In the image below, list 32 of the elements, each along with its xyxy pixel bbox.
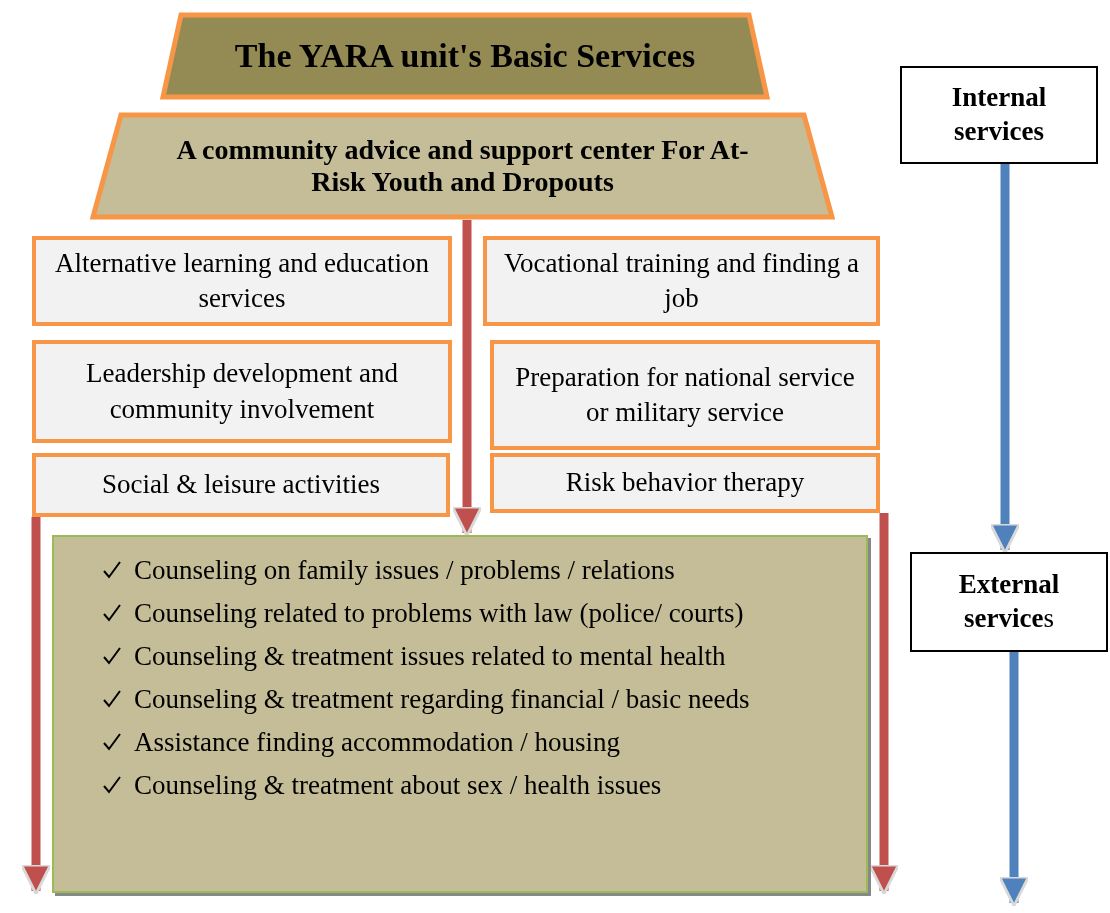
arrow bbox=[868, 513, 900, 896]
banner-title: The YARA unit's Basic Services bbox=[234, 37, 696, 75]
service-label: Vocational training and finding a job bbox=[503, 246, 860, 315]
trapezoid-banner bbox=[90, 112, 835, 220]
service-item-text: Counseling related to problems with law (police/ courts) bbox=[134, 597, 744, 630]
service-item-text: Counseling & treatment regarding financial / basic needs bbox=[134, 683, 750, 716]
banner-title: A community advice and support center For At-Risk Youth and Dropouts bbox=[175, 134, 750, 198]
arrow bbox=[451, 220, 483, 538]
category-label: Internal services bbox=[950, 81, 1048, 148]
service-item-text: Counseling on family issues / problems / relations bbox=[134, 554, 675, 587]
service-box bbox=[32, 340, 452, 443]
service-label: Leadership development and community involvement bbox=[85, 357, 399, 426]
service-label: Alternative learning and education services bbox=[53, 246, 431, 315]
trapezoid-banner bbox=[160, 12, 770, 100]
service-box bbox=[490, 340, 880, 450]
service-item-text: Assistance finding accommodation / housing bbox=[134, 726, 620, 759]
service-box bbox=[32, 236, 452, 326]
category-box bbox=[900, 66, 1098, 164]
services-panel bbox=[52, 535, 868, 893]
category-box bbox=[910, 552, 1108, 652]
arrow bbox=[989, 164, 1021, 555]
service-item-text: Counseling & treatment about sex / health issues bbox=[134, 769, 662, 802]
category-label: External services bbox=[957, 568, 1061, 635]
service-box bbox=[483, 236, 880, 326]
service-box bbox=[32, 453, 450, 517]
service-item-text: Counseling & treatment issues related to mental health bbox=[134, 640, 726, 673]
service-label: Preparation for national service or military service bbox=[514, 360, 856, 429]
service-box bbox=[490, 453, 880, 513]
arrow bbox=[20, 517, 52, 896]
service-label: Social & leisure activities bbox=[101, 468, 381, 502]
service-label: Risk behavior therapy bbox=[565, 466, 805, 500]
arrow bbox=[998, 652, 1030, 908]
